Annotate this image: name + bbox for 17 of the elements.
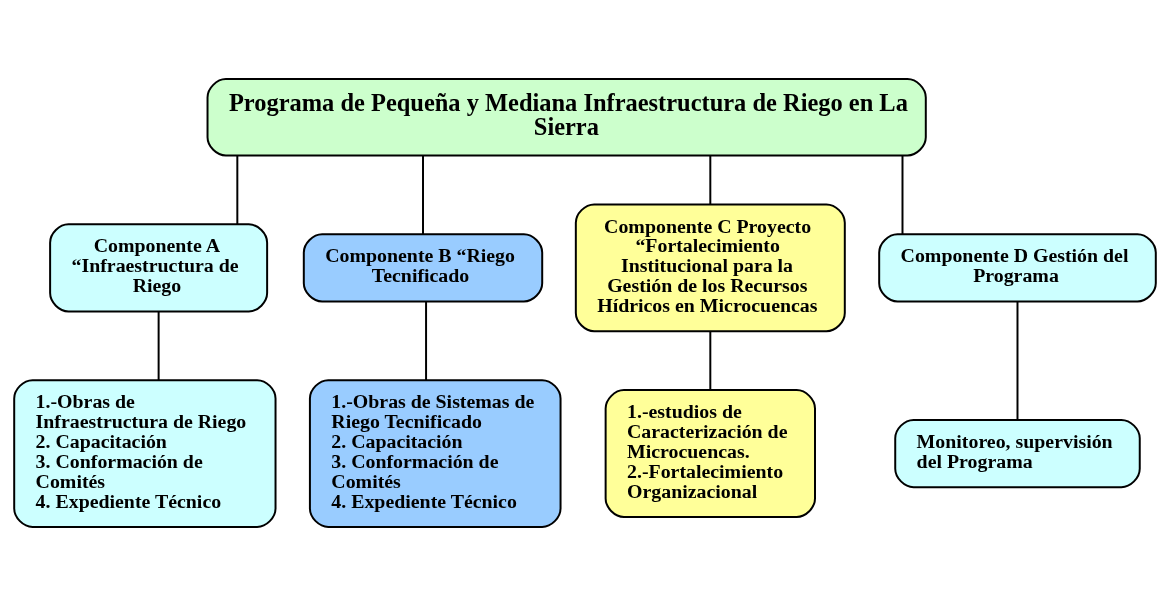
connector <box>709 330 712 390</box>
connector <box>236 154 239 225</box>
node-box: Componente A “Infraestructura de Riego <box>49 222 269 312</box>
node-box: Componente C Proyecto “Fortalecimiento Institucional para la Gestión de los Recursos Hídricos en Microcuencas <box>574 202 846 332</box>
connector <box>709 154 712 205</box>
connector <box>425 299 428 381</box>
node-box: Monitoreo, supervisión del Programa <box>894 418 1141 488</box>
connector <box>1016 299 1019 421</box>
node-box: Componente B “Riego Tecnificado <box>302 232 544 302</box>
node-box: 1.-Obras de Infraestructura de Riego 2. Capacitación 3. Conformación de Comités 4. Expediente Técnico <box>13 378 277 528</box>
connector <box>901 154 904 235</box>
connector <box>422 154 424 235</box>
node-box: Programa de Pequeña y Mediana Infraestructura de Riego en La Sierra <box>206 77 927 156</box>
node-box: 1.-Obras de Sistemas de Riego Tecnificado 2. Capacitación 3. Conformación de Comités 4. Expediente Técnico <box>308 378 562 528</box>
node-box: Componente D Gestión del Programa <box>878 232 1157 302</box>
connector <box>157 310 160 381</box>
node-box: 1.-estudios de Caracterización de Microcuencas. 2.-Fortalecimiento Organizacional <box>604 388 816 518</box>
